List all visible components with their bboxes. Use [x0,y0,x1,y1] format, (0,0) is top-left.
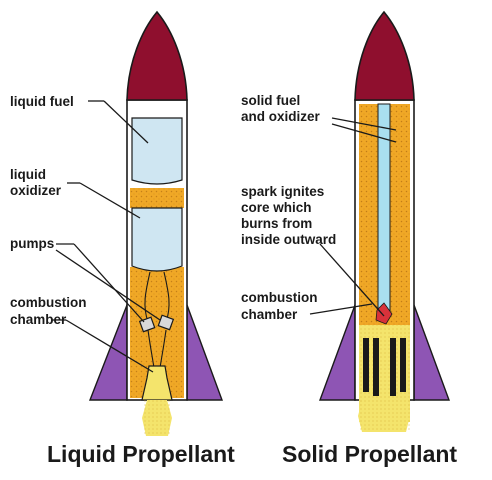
solid-rocket [318,10,451,432]
label-spark-4: inside outward [241,232,336,247]
label-liquid-oxidizer-1: liquid [10,167,46,182]
liquid-pump-right [157,314,175,331]
label-liquid-chamber-2: chamber [10,312,67,327]
label-liquid-oxidizer-2: oxidizer [10,183,62,198]
label-liquid-fuel: liquid fuel [10,94,74,109]
liquid-fin-right [186,304,224,401]
liquid-oxidizer-tank [131,207,183,272]
solid-nose-cone [354,10,415,101]
label-solid-chamber-2: chamber [241,307,298,322]
solid-fin-right [413,304,451,401]
liquid-fuel-tank [131,117,183,185]
leader-lines [52,100,397,373]
label-spark-3: burns from [241,216,312,231]
label-solid-fuel-2: and oxidizer [241,109,321,124]
liquid-rocket [88,10,224,436]
label-solid-chamber-1: combustion [241,290,318,305]
label-solid-fuel-1: solid fuel [241,93,300,108]
solid-labels: solid fuel and oxidizer spark ignites co… [241,93,336,322]
label-liquid-chamber-1: combustion [10,295,87,310]
label-spark-2: core which [241,200,312,215]
caption-liquid-propellant: Liquid Propellant [47,441,235,467]
caption-solid-propellant: Solid Propellant [282,441,457,467]
label-spark-1: spark ignites [241,184,324,199]
solid-fin-left [318,304,356,401]
solid-core [377,103,391,312]
liquid-labels: liquid fuel liquid oxidizer pumps combus… [10,94,87,327]
liquid-nose-cone [126,10,188,101]
label-pumps: pumps [10,236,54,251]
